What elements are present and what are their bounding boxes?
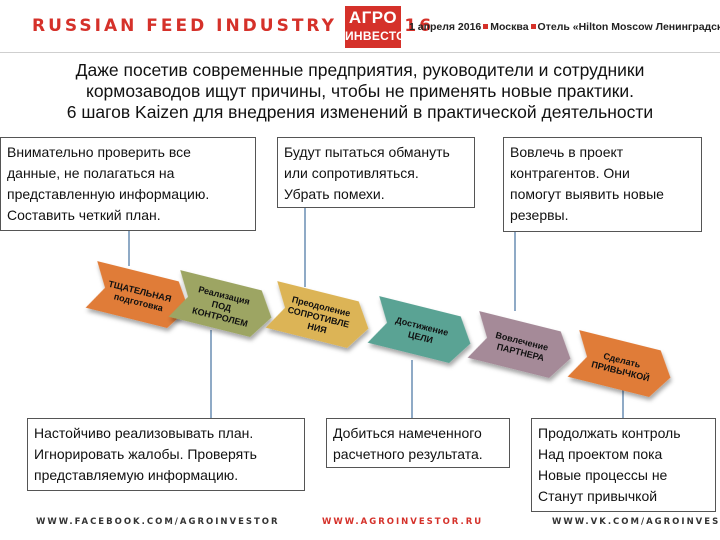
footer-vk-link[interactable]: WWW.VK.COM/AGROINVESTOR [552, 517, 720, 527]
step-chevron-6: Сделать ПРИВЫЧКОЙ [568, 330, 677, 401]
step-chevron-5: Вовлечение ПАРТНЕРА [468, 311, 577, 382]
step-chevron-1: ТЩАТЕЛЬНАЯ подготовка [86, 261, 195, 332]
footer-facebook-link[interactable]: WWW.FACEBOOK.COM/AGROINVESTOR [36, 517, 280, 527]
footer-site-link[interactable]: WWW.AGROINVESTOR.RU [322, 517, 483, 527]
step-chevron-2: Реализация ПОД КОНТРОЛЕМ [169, 270, 278, 341]
step-chevron-4: Достижение ЦЕЛИ [368, 296, 477, 367]
step-chevron-3: Преодоление СОПРОТИВЛЕ НИЯ [266, 281, 375, 352]
